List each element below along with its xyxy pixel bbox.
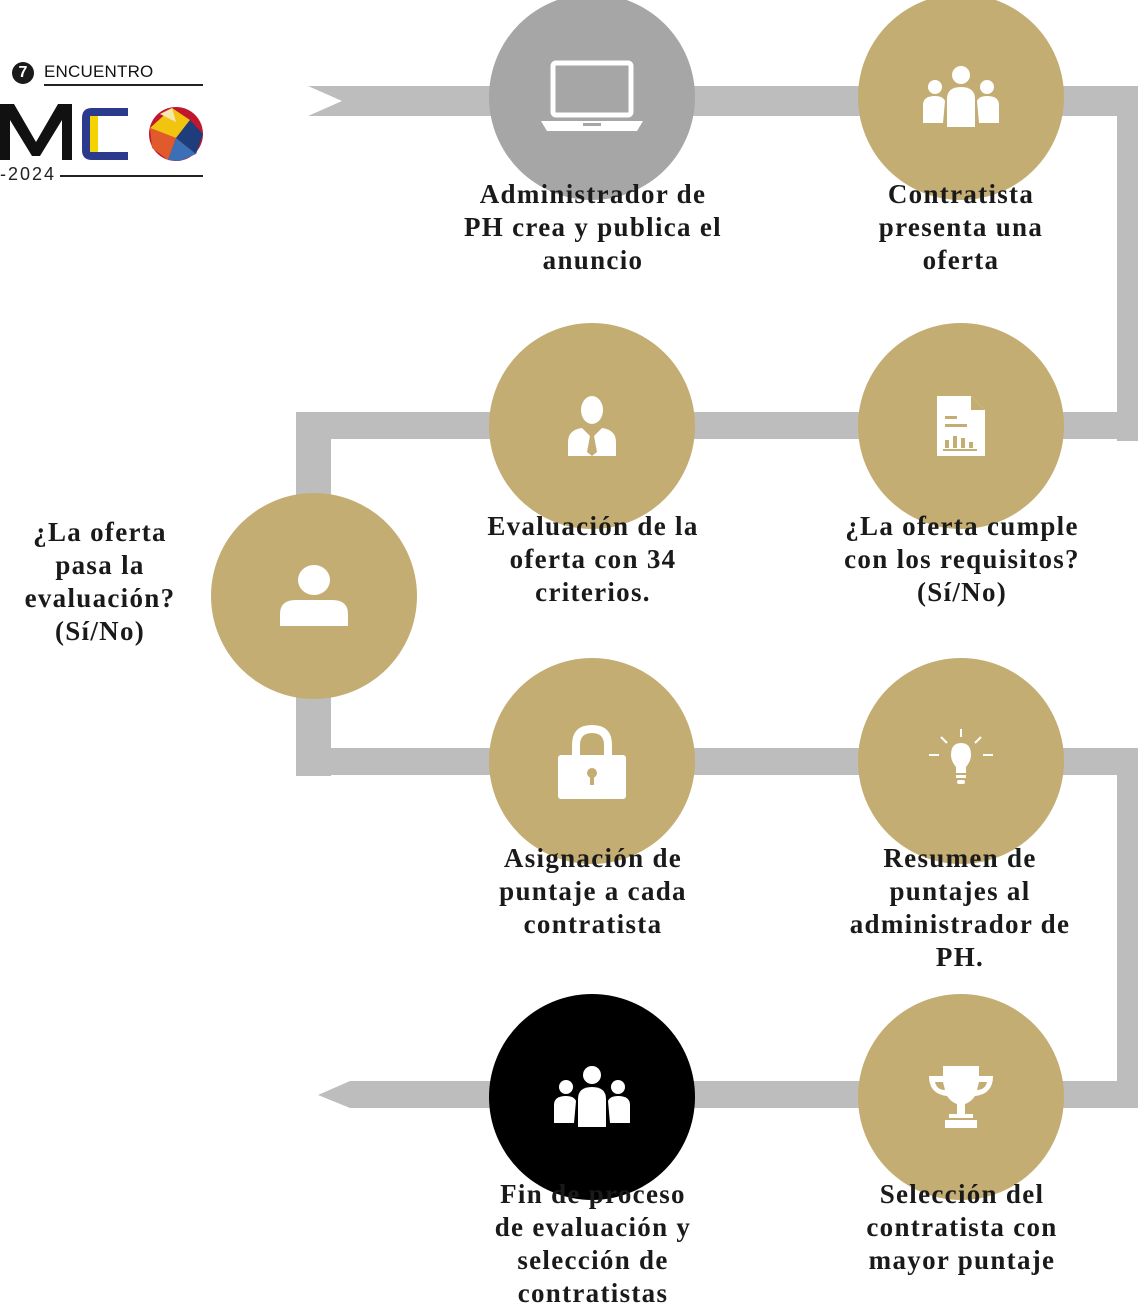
people-icon <box>554 1066 630 1127</box>
step-circle <box>211 493 417 699</box>
step-label: Administrador de PH crea y publica el an… <box>425 178 761 277</box>
step-label-line: PH crea y publica el <box>464 212 722 242</box>
step-circle <box>858 323 1064 529</box>
document-chart-icon <box>937 396 985 456</box>
track-segment <box>1117 748 1138 1108</box>
step-label-line: contratistas <box>517 1278 669 1308</box>
step-label-line: anuncio <box>542 245 644 275</box>
lightbulb-icon <box>929 729 993 784</box>
step-label-line: mayor puntaje <box>868 1245 1056 1275</box>
step-circle <box>489 323 695 529</box>
trophy-icon <box>929 1066 993 1128</box>
step-label-line: pasa la <box>55 550 145 580</box>
step-label-line: contratista con <box>866 1212 1058 1242</box>
step-label-line: puntaje a cada <box>499 876 687 906</box>
step-label-line: Asignación de <box>503 843 683 873</box>
step-label-line: presenta una <box>878 212 1044 242</box>
step-label: Selección del contratista con mayor punt… <box>812 1178 1112 1277</box>
logo-number: 7 <box>12 62 34 84</box>
people-icon <box>923 66 999 127</box>
user-icon <box>280 565 348 626</box>
step-label-line: puntajes al <box>889 876 1031 906</box>
step-label-line: Fin de proceso <box>500 1179 686 1209</box>
step-label-line: ¿La oferta <box>33 517 167 547</box>
step-label: ¿La oferta cumple con los requisitos? (S… <box>812 510 1112 609</box>
step-label-line: oferta <box>922 245 1000 275</box>
step-label: ¿La oferta pasa la evaluación? (Sí/No) <box>0 516 200 648</box>
laptop-icon <box>541 60 643 131</box>
step-label-line: criterios. <box>535 577 651 607</box>
logo-divider <box>44 84 203 86</box>
step-label-line: (Sí/No) <box>54 616 146 646</box>
step-label-line: Selección del <box>879 1179 1045 1209</box>
event-logo: 7 ENCUENTRO -2024 <box>0 50 215 190</box>
step-label: Fin de proceso de evaluación y selección… <box>442 1178 744 1310</box>
step-label-line: (Sí/No) <box>916 577 1008 607</box>
businessman-icon <box>568 396 616 456</box>
step-label-line: oferta con 34 <box>509 544 677 574</box>
step-label: Contratista presenta una oferta <box>810 178 1112 277</box>
step-label: Resumen de puntajes al administrador de … <box>808 842 1112 974</box>
logo-year: -2024 <box>0 164 59 185</box>
track-segment <box>1117 101 1138 441</box>
step-circle <box>489 658 695 864</box>
step-label-line: evaluación? <box>24 583 176 613</box>
step-label-line: Administrador de <box>479 179 707 209</box>
step-label-line: con los requisitos? <box>844 544 1080 574</box>
padlock-icon <box>558 725 626 799</box>
step-label: Evaluación de la oferta con 34 criterios… <box>442 510 744 609</box>
step-label-line: ¿La oferta cumple <box>845 511 1079 541</box>
logo-mark <box>0 104 203 161</box>
logo-divider <box>60 175 203 177</box>
step-label-line: PH. <box>935 942 985 972</box>
step-label: Asignación de puntaje a cada contratista <box>442 842 744 941</box>
step-circle <box>858 658 1064 864</box>
step-label-line: Contratista <box>887 179 1035 209</box>
step-label-line: Resumen de <box>883 843 1037 873</box>
step-label-line: Evaluación de la <box>487 511 699 541</box>
step-circle <box>858 0 1064 200</box>
step-circle <box>489 994 695 1200</box>
step-circle <box>858 994 1064 1200</box>
step-circle <box>489 0 695 200</box>
logo-word: ENCUENTRO <box>44 62 154 81</box>
step-label-line: de evaluación y <box>494 1212 692 1242</box>
step-label-line: contratista <box>523 909 663 939</box>
step-label-line: administrador de <box>849 909 1071 939</box>
step-label-line: selección de <box>517 1245 669 1275</box>
